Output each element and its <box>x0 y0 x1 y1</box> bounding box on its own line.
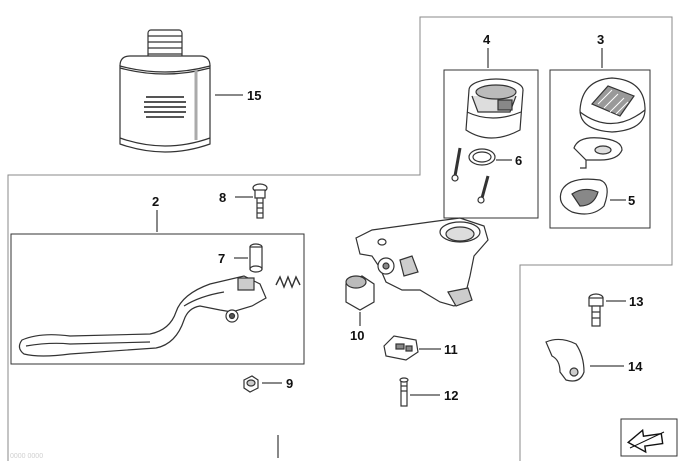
box-part-4 <box>443 69 539 219</box>
part-diaphragm-plate <box>573 137 623 169</box>
part-12-pin <box>399 377 409 407</box>
part-15-fluid-can <box>119 29 211 153</box>
footer-code: 0000 0000 <box>10 453 43 460</box>
navigation-arrow-icon[interactable] <box>620 418 678 457</box>
part-spring <box>275 275 301 289</box>
part-7-bushing <box>249 243 263 273</box>
callout-8: 8 <box>219 190 226 205</box>
callout-11: 11 <box>444 342 458 357</box>
part-3-cap <box>579 77 646 133</box>
callout-6: 6 <box>515 153 522 168</box>
callout-4: 4 <box>483 32 491 47</box>
callout-13: 13 <box>629 294 643 309</box>
part-6-oring-screws <box>451 147 496 204</box>
master-cylinder-housing <box>355 217 489 307</box>
part-2-lever <box>18 275 267 357</box>
part-5-bellows <box>559 178 608 215</box>
part-14-clamp <box>545 338 585 382</box>
part-13-bolt <box>588 293 604 327</box>
callout-2: 2 <box>152 194 159 209</box>
callout-5: 5 <box>628 193 635 208</box>
box-part-3 <box>549 69 651 229</box>
part-10-boot <box>345 275 375 311</box>
part-11-switch <box>383 335 419 361</box>
part-9-nut <box>243 375 259 393</box>
assembly-outline <box>7 16 673 461</box>
part-4-reservoir <box>465 78 524 139</box>
callout-14: 14 <box>628 359 643 374</box>
part-8-screw <box>252 183 268 219</box>
callout-12: 12 <box>444 388 458 403</box>
box-part-2 <box>10 233 305 365</box>
callout-3: 3 <box>597 32 604 47</box>
callout-7: 7 <box>218 251 225 266</box>
callout-15: 15 <box>247 88 261 103</box>
callout-9: 9 <box>286 376 293 391</box>
callout-10: 10 <box>350 328 364 343</box>
leader-lines <box>156 48 626 458</box>
